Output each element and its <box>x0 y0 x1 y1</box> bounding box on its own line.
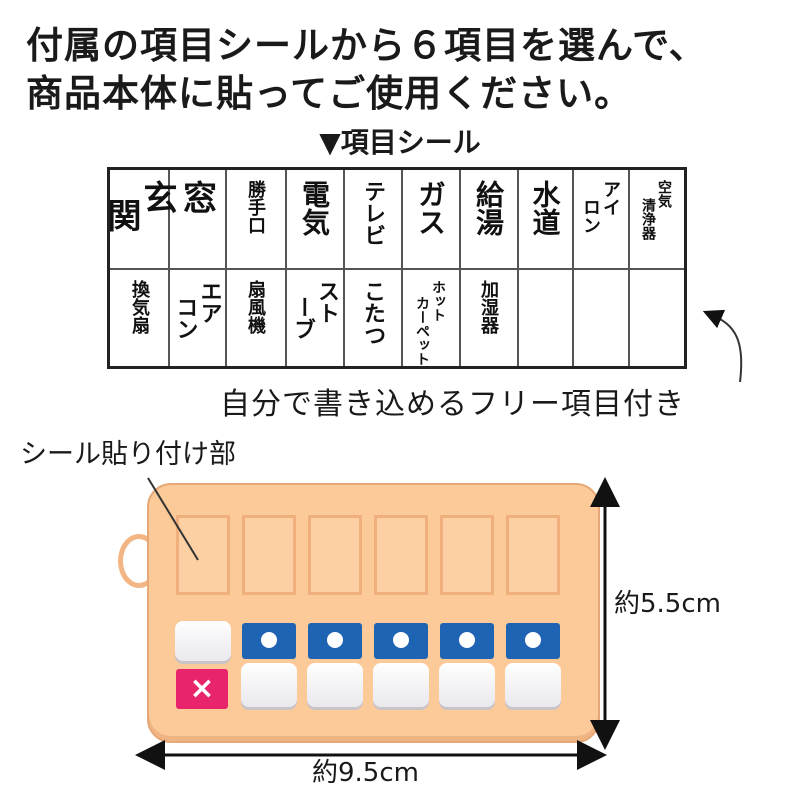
indicator-button[interactable] <box>308 623 362 659</box>
sticker-label: エア <box>196 280 222 324</box>
sticker-label: テレビ <box>360 180 385 246</box>
indicator-button[interactable] <box>506 623 560 659</box>
indicator-button[interactable] <box>374 623 428 659</box>
sticker-label: ロン <box>580 198 601 234</box>
indicator-button[interactable] <box>242 623 296 659</box>
sticker-label: コン <box>172 296 198 340</box>
sheet-column-divider <box>517 170 519 366</box>
sticker-label: 電気 <box>298 180 331 236</box>
sticker-cell: ホットカーペット <box>401 280 459 366</box>
sticker-cell: 空気清浄器 <box>628 180 684 240</box>
toggle-key[interactable] <box>439 663 495 707</box>
sticker-label: 関 <box>101 198 141 232</box>
close-icon: × <box>189 671 215 706</box>
sticker-cell: テレビ <box>343 180 401 246</box>
sticker-slot <box>308 515 362 595</box>
reset-button[interactable]: × <box>176 669 228 709</box>
sticker-cell: 加湿器 <box>459 280 517 334</box>
sticker-label: 玄 <box>137 180 177 214</box>
indicator-button[interactable] <box>440 623 494 659</box>
sticker-label: ーブ <box>290 296 315 340</box>
sheet-column-divider <box>572 170 574 366</box>
sheet-row-divider <box>110 268 684 270</box>
sheet-column-divider <box>285 170 287 366</box>
sheet-column-divider <box>628 170 630 366</box>
height-dimension: 約5.5cm <box>614 589 721 619</box>
sticker-sheet: 玄関窓勝手口電気テレビガス給湯水道アイロン空気清浄器換気扇エアコン扇風機ストーブ… <box>101 167 687 369</box>
sticker-label: 窓 <box>176 180 217 214</box>
headline: 付属の項目シールから６項目を選んで、 商品本体に貼ってご使用ください。 <box>26 22 786 118</box>
reset-key-cap[interactable] <box>175 621 231 661</box>
headline-line-1: 付属の項目シールから６項目を選んで、 <box>26 24 707 67</box>
seal-pointer-line <box>147 477 199 561</box>
sheet-column-divider <box>168 170 170 366</box>
sticker-label: ガス <box>414 180 447 236</box>
sticker-cell: 扇風機 <box>225 280 285 334</box>
sticker-label: 勝手口 <box>245 180 266 234</box>
sticker-label: 給湯 <box>472 180 505 236</box>
sticker-cell: エアコン <box>168 280 225 340</box>
seal-area-label: シール貼り付け部 <box>20 439 236 470</box>
sticker-label: こたつ <box>360 280 385 346</box>
toggle-key[interactable] <box>505 663 561 707</box>
sheet-column-divider <box>401 170 403 366</box>
sticker-cell: 電気 <box>285 180 343 236</box>
sheet-column-divider <box>459 170 461 366</box>
sticker-label: ホット <box>430 280 446 322</box>
sticker-label: カーペット <box>414 296 430 366</box>
toggle-key[interactable] <box>241 663 297 707</box>
sticker-label: 水道 <box>528 180 562 236</box>
sticker-cell: ストーブ <box>285 280 343 340</box>
headline-line-2: 商品本体に貼ってご使用ください。 <box>26 72 633 115</box>
sticker-cell: ガス <box>401 180 459 236</box>
sticker-cell: 玄関 <box>101 180 177 232</box>
free-note-curved-arrow <box>702 309 743 383</box>
sticker-slot <box>242 515 296 595</box>
sticker-cell: 勝手口 <box>225 180 285 234</box>
sticker-cell: こたつ <box>343 280 401 346</box>
sheet-column-divider <box>225 170 227 366</box>
sticker-label: 加湿器 <box>478 280 499 334</box>
sticker-label: 清浄器 <box>640 198 656 240</box>
sticker-slot <box>506 515 560 595</box>
sheet-column-divider <box>343 170 345 366</box>
sticker-label: アイ <box>600 180 621 216</box>
toggle-key[interactable] <box>373 663 429 707</box>
sticker-label: スト <box>314 280 339 324</box>
sticker-label: 換気扇 <box>129 280 150 334</box>
sticker-label: 空気 <box>656 180 672 208</box>
sticker-sheet-title: ▼項目シール <box>319 126 481 159</box>
free-item-note: 自分で書き込めるフリー項目付き <box>220 387 685 422</box>
sticker-cell: 窓 <box>168 180 225 214</box>
sticker-slot <box>374 515 428 595</box>
sticker-cell: 換気扇 <box>110 280 168 334</box>
sticker-label: 扇風機 <box>245 280 266 334</box>
sticker-slot <box>440 515 494 595</box>
toggle-key[interactable] <box>307 663 363 707</box>
sticker-slot <box>176 515 230 595</box>
sticker-cell: 給湯 <box>459 180 517 236</box>
sticker-cell: 水道 <box>517 180 572 236</box>
sticker-cell: アイロン <box>572 180 628 234</box>
